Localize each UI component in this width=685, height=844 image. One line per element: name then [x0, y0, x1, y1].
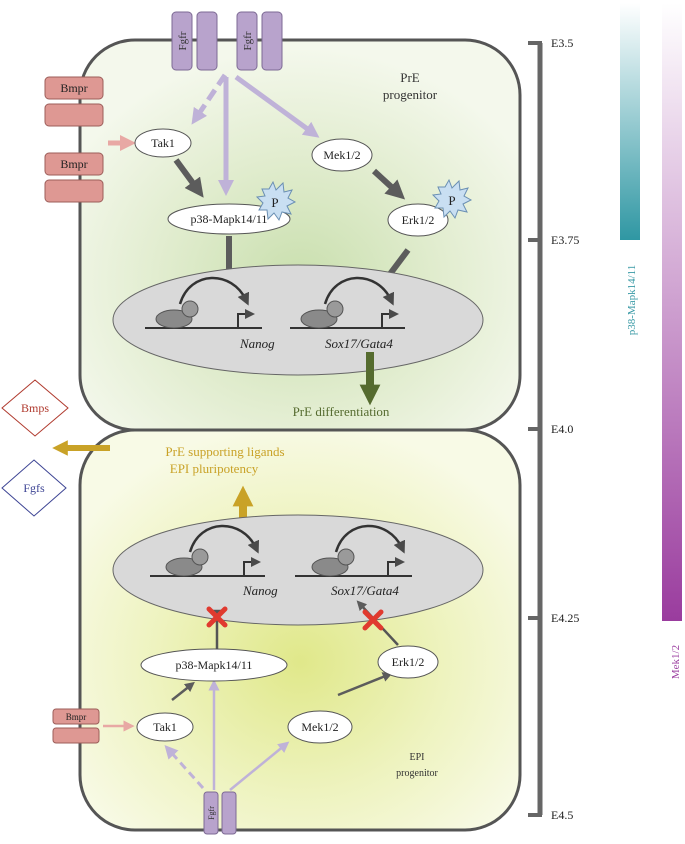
fgfr-label-1: Fgfr — [177, 31, 189, 50]
timeline-tick-e3-5: E3.5 — [551, 36, 573, 50]
fgfr-to-tak1-dashed-arrow-bottom — [164, 744, 205, 790]
fgfr-to-tak1-dashed-arrow — [191, 73, 228, 125]
prE-progenitor-label-line1: PrE — [400, 70, 420, 85]
sox17-gene-bottom — [295, 524, 412, 577]
p38-node-bottom — [140, 648, 288, 682]
erk-node-bottom — [377, 645, 439, 679]
fgfr-label-bottom: Fgfr — [207, 806, 216, 820]
nanog-label-bottom: Nanog — [242, 583, 278, 598]
sox17-gene-top — [290, 276, 405, 329]
nanog-label-top: Nanog — [239, 336, 275, 351]
erk-label-bottom: Erk1/2 — [392, 655, 425, 669]
tak1-to-p38-arrow-bottom — [171, 681, 195, 701]
tak1-node-bottom — [136, 712, 194, 742]
ligands-label-line1: PrE supporting ligands — [165, 444, 284, 459]
mek-to-erk-arrow — [371, 168, 406, 200]
fgfr-to-mek-arrow — [234, 74, 320, 138]
ligands-label-line2: EPI pluripotency — [170, 461, 259, 476]
erk-node — [387, 203, 449, 237]
phospho-badge-erk: P — [431, 178, 473, 220]
p38-node — [167, 203, 291, 235]
tak1-label: Tak1 — [151, 136, 175, 150]
timeline-tick-e3-75: E3.75 — [551, 233, 579, 247]
mek-node — [311, 138, 373, 172]
phospho-label-p38: P — [271, 195, 278, 210]
mek-activity-bar — [662, 3, 682, 621]
timeline-tick-e4-0: E4.0 — [551, 422, 573, 436]
epi-progenitor-label-line1: EPI — [410, 752, 425, 763]
mek-node-bottom — [287, 710, 353, 744]
phospho-label-erk: P — [448, 193, 455, 208]
nanog-gene-bottom — [150, 524, 265, 577]
tak1-node — [134, 128, 192, 158]
p38-label: p38-Mapk14/11 — [191, 212, 268, 226]
fgfr-label-2: Fgfr — [242, 31, 254, 50]
bmpr-label-2: Bmpr — [60, 157, 87, 171]
epi-nucleus — [112, 514, 484, 626]
prE-progenitor-label-line2: progenitor — [383, 87, 438, 102]
bmps-diamond: Bmps — [1, 379, 69, 437]
epi-progenitor-cell — [78, 428, 522, 832]
mek-label: Mek1/2 — [323, 148, 360, 162]
p38-activity-bar — [620, 3, 640, 240]
bmpr-label-bottom: Bmpr — [66, 712, 87, 722]
epi-progenitor-label-line2: progenitor — [396, 768, 438, 779]
p38-label-bottom: p38-Mapk14/11 — [176, 658, 253, 672]
fgfs-diamond: Fgfs — [1, 459, 67, 517]
tak1-to-p38-arrow — [173, 158, 204, 198]
bmpr-receptor-bottom: Bmpr — [52, 708, 100, 744]
blocked-x-icon-erk — [362, 609, 384, 631]
fgfr-receptor-2: Fgfr — [236, 11, 283, 71]
timeline-tick-e4-25: E4.25 — [551, 611, 579, 625]
developmental-timeline: E3.5 E3.75 E4.0 E4.25 E4.5 — [528, 36, 579, 822]
sox17-label-bottom: Sox17/Gata4 — [331, 583, 399, 598]
erk-label: Erk1/2 — [402, 213, 435, 227]
fgfr-to-mek-arrow-bottom — [229, 741, 290, 791]
prE-differentiation-label: PrE differentiation — [293, 404, 390, 419]
p38-activity-label: p38-Mapk14/11 — [626, 265, 638, 335]
sox17-label-top: Sox17/Gata4 — [325, 336, 393, 351]
blocked-x-icon-p38 — [206, 606, 228, 628]
bmpr-receptor-2: Bmpr — [44, 152, 104, 203]
bmps-label: Bmps — [21, 401, 49, 415]
fgfr-receptor-1: Fgfr — [171, 11, 218, 71]
phospho-badge-p38: P — [255, 180, 297, 222]
nanog-gene-top — [145, 276, 262, 329]
bmpr-receptor-1: Bmpr — [44, 76, 104, 127]
mek-activity-label: Mek1/2 — [670, 645, 682, 679]
fgfr-receptor-bottom: Fgfr — [203, 791, 237, 835]
timeline-tick-e4-5: E4.5 — [551, 808, 573, 822]
fgfs-label: Fgfs — [23, 481, 45, 495]
mek-to-erk-arrow-bottom — [337, 672, 393, 697]
bmpr-label-1: Bmpr — [60, 81, 87, 95]
mek-label-bottom: Mek1/2 — [301, 720, 338, 734]
tak1-label-bottom: Tak1 — [153, 720, 177, 734]
